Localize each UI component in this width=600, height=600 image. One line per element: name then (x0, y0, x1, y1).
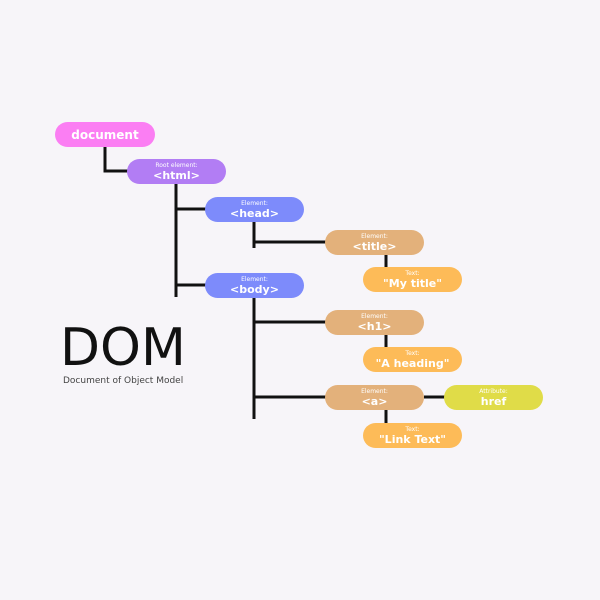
node-value: href (480, 394, 507, 408)
node-label: Text: (405, 269, 420, 277)
node-label: Element: (361, 387, 388, 395)
node-h1-text: Text: "A heading" (363, 347, 462, 372)
node-label: Element: (241, 275, 268, 283)
node-value: "Link Text" (378, 432, 447, 446)
node-value: <head> (229, 206, 280, 220)
node-value: <h1> (357, 319, 392, 333)
node-h1: Element: <h1> (325, 310, 424, 335)
node-value: <a> (361, 394, 388, 408)
node-body: Element: <body> (205, 273, 304, 298)
connector-document-html (103, 147, 128, 173)
node-value: <html> (153, 168, 200, 182)
node-title-text: Text: "My title" (363, 267, 462, 292)
node-label: Element: (241, 199, 268, 207)
node-label: Text: (405, 349, 420, 357)
node-value: <title> (352, 239, 397, 253)
node-document: document (55, 122, 155, 147)
node-value: document (71, 127, 139, 142)
node-label: Element: (361, 232, 388, 240)
node-label: Root element: (155, 161, 198, 169)
node-label: Text: (405, 425, 420, 433)
node-a: Element: <a> (325, 385, 424, 410)
diagram-title: DOM (60, 318, 186, 378)
node-value: "My title" (383, 276, 442, 290)
node-value: <body> (230, 282, 279, 296)
node-a-text: Text: "Link Text" (363, 423, 462, 448)
node-html: Root element: <html> (127, 159, 226, 184)
node-title: Element: <title> (325, 230, 424, 255)
node-label: Element: (361, 312, 388, 320)
node-head: Element: <head> (205, 197, 304, 222)
node-value: "A heading" (375, 356, 450, 370)
node-label: Attribute: (479, 387, 508, 395)
node-a-attribute: Attribute: href (444, 385, 543, 410)
diagram-subtitle: Document of Object Model (63, 376, 184, 386)
